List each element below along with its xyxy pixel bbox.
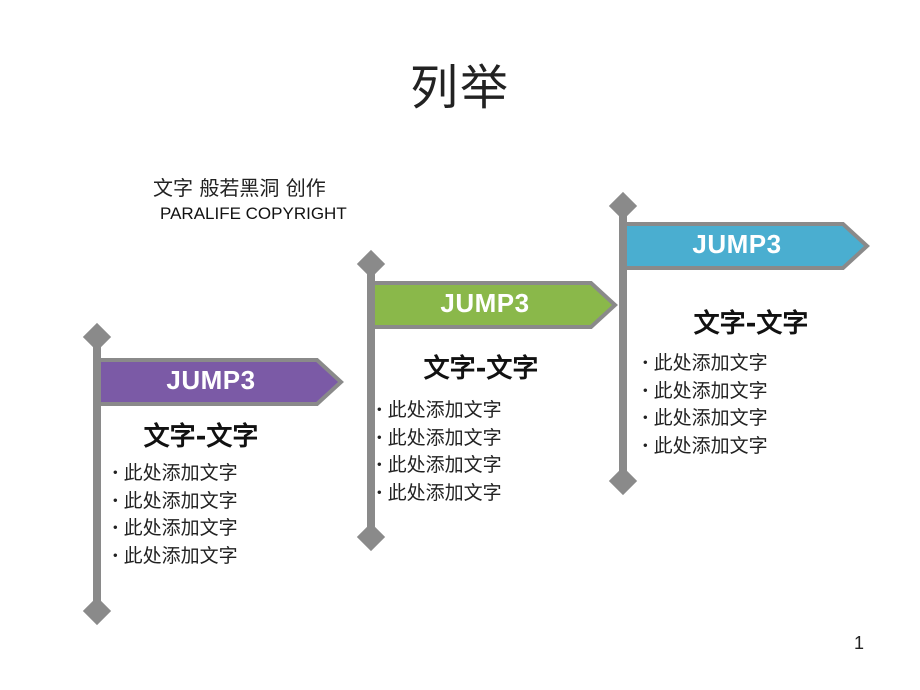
list-item: 此处添加文字 [642,350,768,378]
pole-bottom-diamond-icon [356,522,386,552]
slide-title: 列举 [409,60,510,116]
flag-banner [97,358,344,406]
list-item: 此处添加文字 [112,543,238,571]
list-item: 此处添加文字 [376,425,502,453]
flag-heading: 文字-文字 [423,354,539,384]
pole-bottom-diamond-icon [608,466,638,496]
flag-banner-label: JUMP3 [166,365,256,395]
flag-banner-shape [97,358,344,406]
credit-chinese: 文字 般若黑洞 创作 [153,176,326,200]
flag-item-list: 此处添加文字 此处添加文字 此处添加文字 此处添加文字 [112,460,238,570]
flag-pole [367,259,375,539]
flag-item-list: 此处添加文字 此处添加文字 此处添加文字 此处添加文字 [642,350,768,460]
flag-banner-label: JUMP3 [440,288,530,318]
list-item: 此处添加文字 [376,452,502,480]
flag-item-list: 此处添加文字 此处添加文字 此处添加文字 此处添加文字 [376,397,502,507]
flag-banner [623,222,870,270]
page-number: 1 [853,633,864,653]
flag-pole [93,330,101,612]
list-item: 此处添加文字 [112,515,238,543]
list-item: 此处添加文字 [376,397,502,425]
flag-heading: 文字-文字 [143,422,259,452]
flag-banner-shape [623,222,870,270]
list-item: 此处添加文字 [376,480,502,508]
credit-english: PARALIFE COPYRIGHT [160,204,347,223]
pole-top-diamond-icon [82,322,112,352]
list-item: 此处添加文字 [112,488,238,516]
flag-heading: 文字-文字 [693,309,809,339]
flag-pole [619,201,627,481]
pole-bottom-diamond-icon [82,596,112,626]
list-item: 此处添加文字 [642,405,768,433]
list-item: 此处添加文字 [642,433,768,461]
flag-banner-label: JUMP3 [692,229,782,259]
flag-banner [371,281,618,329]
list-item: 此处添加文字 [112,460,238,488]
pole-top-diamond-icon [356,249,386,279]
pole-top-diamond-icon [608,191,638,221]
list-item: 此处添加文字 [642,378,768,406]
flag-banner-shape [371,281,618,329]
